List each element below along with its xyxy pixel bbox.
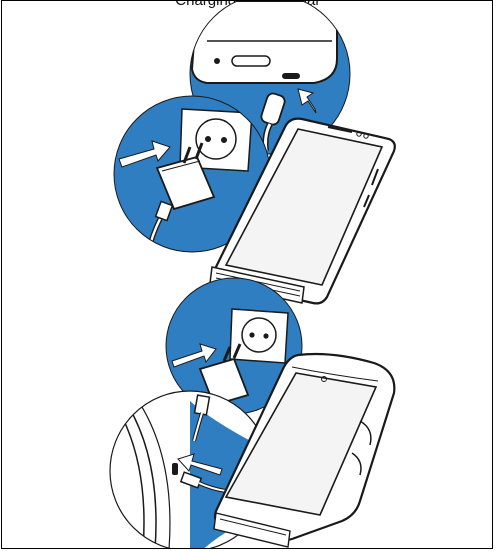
top-illustration bbox=[114, 1, 395, 303]
bottom-illustration bbox=[110, 278, 394, 549]
